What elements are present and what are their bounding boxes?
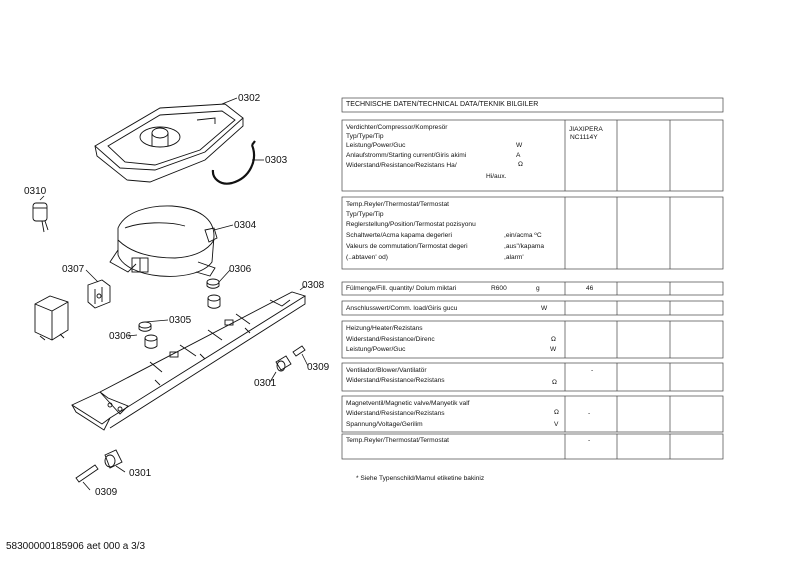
callout-0306: 0306	[229, 264, 252, 275]
thermostat-line-2: Typ/Type/Tip	[346, 211, 384, 218]
callout-0309: 0309	[307, 362, 330, 373]
mounting-plate	[71, 291, 307, 431]
drip-tray	[94, 103, 244, 183]
fan-unit: Ω	[552, 379, 557, 386]
callout-0308: 0308	[302, 280, 325, 291]
compressor-unit-ohm: Ω	[518, 161, 523, 168]
drain-hose	[211, 144, 256, 185]
valve-unit-v: V	[554, 421, 559, 428]
starter-relay	[87, 279, 111, 309]
spacer-pin-right	[275, 345, 306, 372]
heater-unit-w: W	[550, 346, 557, 353]
heater-line-3: Leistung/Power/Guc	[346, 346, 406, 353]
compressor-line-4: Anlaufstromm/Starting current/Giris akim…	[346, 152, 467, 159]
connection-label: Anschlusswert/Comm. load/Giris gucu	[346, 305, 458, 312]
callout-0305: 0305	[169, 315, 192, 326]
thermostat-suffix-2: ,aus"/kapama	[504, 243, 545, 250]
table-grid	[341, 97, 724, 460]
fan-line-2: Widerstand/Resistance/Rezistans	[346, 377, 445, 384]
thermostat-line-3: Reglerstellung/Position/Termostat pozisy…	[346, 221, 476, 228]
thermostat2-label: Temp.Reyler/Thermostat/Termostat	[346, 437, 449, 444]
compressor-value-2: NC1114Y	[570, 134, 598, 141]
valve-line-2: Widerstand/Resistance/Rezistans	[346, 410, 445, 417]
heater-line-1: Heizung/Heater/Rezistans	[346, 325, 423, 332]
charge-unit: g	[536, 285, 540, 292]
thermostat-line-6: (..abtaven' od)	[346, 254, 388, 261]
charge-label: Fülmenge/Fill. quantity/ Dolum miktari	[346, 285, 457, 292]
thermostat-suffix-1: ,ein/acma ºC	[504, 232, 542, 239]
compressor-line-hiaux: Hi/aux.	[486, 173, 507, 180]
compressor	[109, 205, 218, 277]
charge-refrigerant: R600	[491, 285, 507, 292]
heater-unit-ohm: Ω	[551, 336, 556, 343]
thermostat-line-5: Valeurs de commutation/Termostat degeri	[346, 243, 468, 250]
relay-cover	[34, 295, 69, 341]
callout-0309-b: 0309	[95, 487, 118, 498]
compressor-unit-w: W	[516, 142, 523, 149]
start-capacitor	[32, 202, 49, 233]
callout-0306-b: 0306	[109, 331, 132, 342]
compressor-line-2: Typ/Type/Tip	[346, 133, 384, 140]
compressor-value-1: JIAXIPERA	[569, 126, 603, 133]
callout-0304: 0304	[234, 220, 257, 231]
compressor-line-5: Widerstand/Resistance/Rezistans Ha/	[346, 162, 457, 169]
footnote: * Siehe Typenschild/Mamul etiketine baki…	[356, 475, 485, 482]
callout-0301-b: 0301	[129, 468, 152, 479]
callout-0302: 0302	[238, 93, 261, 104]
document-number: 58300000185906 aet 000 a 3/3	[6, 541, 146, 552]
callout-0301: 0301	[254, 378, 277, 389]
fan-line-1: Ventilador/Blower/Vantilatör	[346, 367, 427, 374]
callout-0310: 0310	[24, 186, 47, 197]
charge-value: 46	[586, 285, 594, 292]
fan-value: -	[591, 367, 594, 374]
heater-line-2: Widerstand/Resistance/Direnc	[346, 336, 435, 343]
connection-unit: W	[541, 305, 548, 312]
compressor-line-1: Verdichter/Compressor/Kompresör	[346, 124, 448, 131]
valve-line-3: Spannung/Voltage/Gerilim	[346, 421, 423, 428]
valve-unit-ohm: Ω	[554, 409, 559, 416]
callout-0303: 0303	[265, 155, 288, 166]
valve-line-1: Magnetventil/Magnetic valve/Manyetik val…	[346, 400, 470, 407]
spacer-pin-bottom	[75, 449, 123, 483]
compressor-unit-a: A	[516, 152, 521, 159]
table-header: TECHNISCHE DATEN/TECHNICAL DATA/TEKNIK B…	[346, 101, 539, 108]
thermostat-suffix-3: ,alarm'	[504, 254, 524, 261]
thermostat2-value: -	[588, 437, 591, 444]
thermostat-line-1: Temp.Reyler/Thermostat/Termostat	[346, 201, 449, 208]
valve-value: -	[588, 410, 591, 417]
compressor-line-3: Leistung/Power/Guc	[346, 142, 406, 149]
thermostat-line-4: Schaltwerte/Acma kapama degerleri	[346, 232, 452, 239]
callout-0307: 0307	[62, 264, 85, 275]
